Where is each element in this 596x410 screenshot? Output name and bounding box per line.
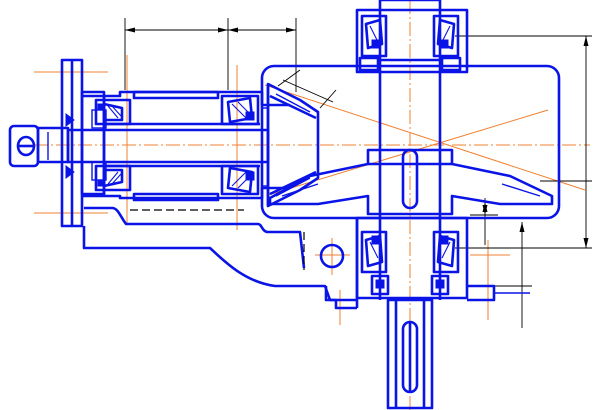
base-outline-lower: [82, 226, 357, 302]
tapered-roller-bearings: [94, 90, 260, 202]
bearing-left-top: [94, 98, 132, 126]
bearing-top-left: [360, 14, 388, 58]
bearing-left-bottom: [94, 164, 132, 192]
spacer-bottom: [132, 192, 220, 202]
bearing-bottom-right: [432, 230, 460, 274]
output-shaft: [378, 0, 442, 410]
shaft-body: [66, 128, 270, 164]
dim-slant: [282, 79, 334, 103]
dimension-lines: [124, 18, 592, 328]
gear-web: [268, 148, 554, 216]
spacer-top: [132, 90, 220, 100]
bottom-bearing-cover: [355, 216, 469, 300]
bearing-right-top: [220, 94, 260, 126]
mounting-base-bracket: [82, 206, 530, 310]
base-foot-right: [467, 284, 496, 302]
bearing-top-right: [432, 14, 460, 58]
base-outline-inner: [84, 206, 306, 269]
top-bearing-cover: [355, 8, 469, 74]
pitch-cone-line-upper: [264, 84, 586, 191]
bearing-right-bottom: [220, 164, 260, 196]
dim-slant-ext-b: [319, 89, 337, 109]
lifting-eye: [319, 243, 345, 269]
dim-slant-ext-a: [277, 69, 301, 87]
lifting-eye-hole: [319, 243, 345, 269]
input-shaft-coupling: [8, 124, 70, 168]
bearing-bottom-left: [360, 230, 388, 274]
output-shaft-bearings: [355, 8, 469, 300]
housing-bottom-wall: [82, 186, 290, 200]
bevel-gear: [268, 148, 554, 216]
output-shaft-keyway-upper: [401, 148, 419, 210]
shaft-lower-extension: [386, 298, 434, 410]
